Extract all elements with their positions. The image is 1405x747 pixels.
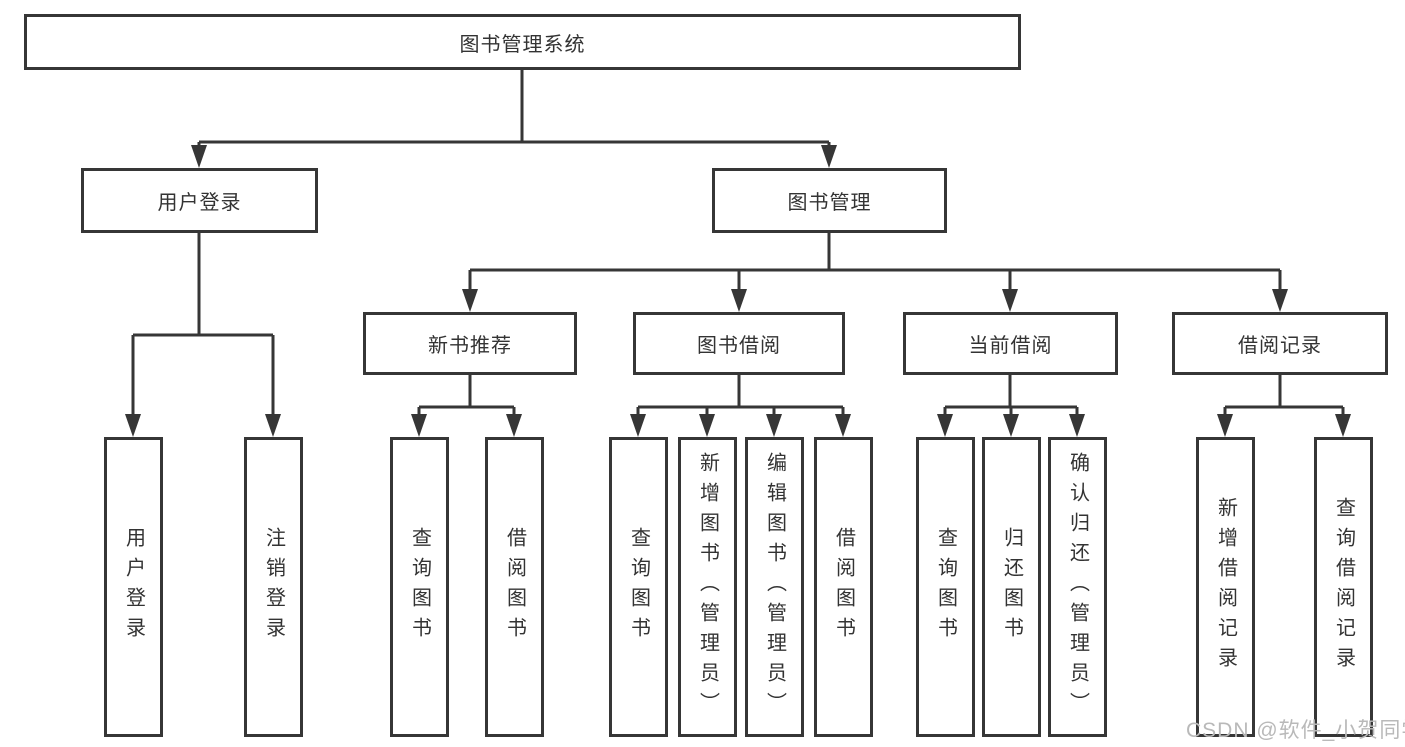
node-leaf-query-borrow-record: 查询借阅记录 — [1314, 437, 1373, 737]
node-new-book-recommend: 新书推荐 — [363, 312, 577, 375]
node-leaf-query-books-borrow: 查询图书 — [609, 437, 668, 737]
node-current-borrow: 当前借阅 — [903, 312, 1118, 375]
node-leaf-edit-book-admin: 编辑图书（管理员） — [745, 437, 804, 737]
node-leaf-confirm-return-admin: 确认归还（管理员） — [1048, 437, 1107, 737]
node-leaf-return-book: 归还图书 — [982, 437, 1041, 737]
node-book-management: 图书管理 — [712, 168, 947, 233]
node-leaf-query-books-recommend: 查询图书 — [390, 437, 449, 737]
node-leaf-user-login: 用户登录 — [104, 437, 163, 737]
node-leaf-logout: 注销登录 — [244, 437, 303, 737]
node-book-borrow: 图书借阅 — [633, 312, 845, 375]
node-leaf-add-book-admin: 新增图书（管理员） — [678, 437, 737, 737]
node-leaf-borrow-books: 借阅图书 — [814, 437, 873, 737]
node-leaf-add-borrow-record: 新增借阅记录 — [1196, 437, 1255, 737]
node-root: 图书管理系统 — [24, 14, 1021, 70]
node-user-login: 用户登录 — [81, 168, 318, 233]
node-borrow-records: 借阅记录 — [1172, 312, 1388, 375]
node-leaf-borrow-books-recommend: 借阅图书 — [485, 437, 544, 737]
node-leaf-query-books-current: 查询图书 — [916, 437, 975, 737]
